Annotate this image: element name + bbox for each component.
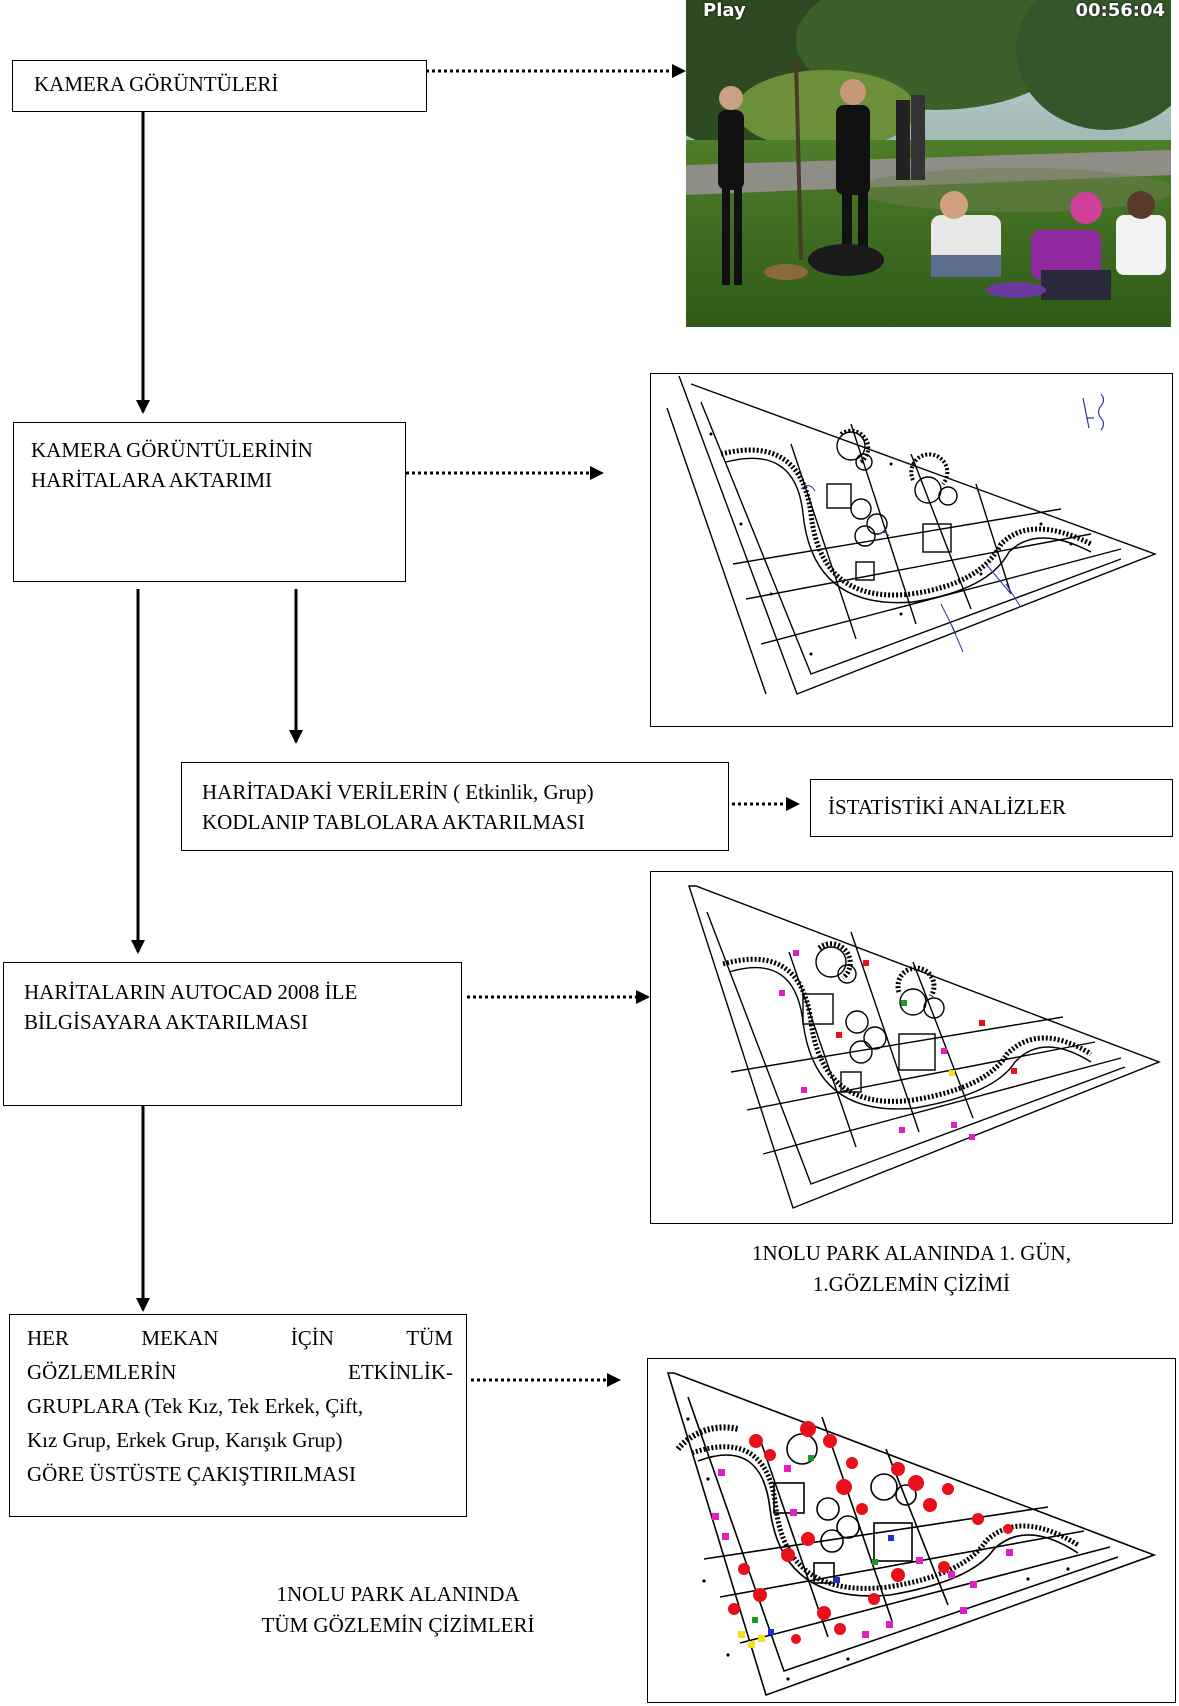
autocad-first-observation-map	[688, 885, 1161, 1209]
step-stats-label: İSTATİSTİKİ ANALİZLER	[828, 795, 1067, 819]
step-statistical-analysis: İSTATİSTİKİ ANALİZLER	[810, 779, 1173, 837]
overlay-line5: GÖRE ÜSTÜSTE ÇAKIŞTIRILMASI	[27, 1462, 357, 1486]
overlay-word: TÜM	[406, 1326, 453, 1350]
overlay-word: GÖZLEMLERİN	[27, 1360, 177, 1384]
step-coding-line2: KODLANIP TABLOLARA AKTARILMASI	[202, 810, 585, 834]
step-camera-footage-label: KAMERA GÖRÜNTÜLERİ	[34, 72, 279, 96]
overlay-word: İÇİN	[290, 1326, 334, 1350]
overlay-line1: HER MEKAN İÇİN TÜM	[27, 1321, 453, 1355]
caption-first-line1: 1NOLU PARK ALANINDA 1. GÜN,	[752, 1241, 1071, 1265]
caption-all-observations: 1NOLU PARK ALANINDA TÜM GÖZLEMİN ÇİZİMLE…	[233, 1579, 563, 1641]
step-camera-footage: KAMERA GÖRÜNTÜLERİ	[12, 60, 427, 112]
map-handdrawn-panel	[650, 373, 1173, 727]
handdrawn-park-map	[666, 375, 1157, 695]
overlay-line3: GRUPLARA (Tek Kız, Tek Erkek, Çift,	[27, 1394, 364, 1418]
caption-all-line1: 1NOLU PARK ALANINDA	[276, 1582, 520, 1606]
video-status-label: Play	[703, 0, 746, 21]
park-scene-image	[686, 0, 1171, 327]
step-autocad-line2: BİLGİSAYARA AKTARILMASI	[24, 1010, 308, 1034]
overlay-word: MEKAN	[141, 1326, 219, 1350]
all-observations-overlay-map	[666, 1372, 1157, 1697]
caption-first-observation: 1NOLU PARK ALANINDA 1. GÜN, 1.GÖZLEMİN Ç…	[650, 1238, 1173, 1300]
step-overlay-observations: HER MEKAN İÇİN TÜM GÖZLEMLERİN ETKİNLİK-…	[9, 1314, 467, 1517]
overlay-line2: GÖZLEMLERİN ETKİNLİK-	[27, 1355, 453, 1389]
step-transfer-line1: KAMERA GÖRÜNTÜLERİNİN	[31, 438, 313, 462]
caption-all-line2: TÜM GÖZLEMİN ÇİZİMLERİ	[261, 1613, 535, 1637]
overlay-markers	[712, 1421, 1013, 1648]
step-coding-line1: HARİTADAKİ VERİLERİN ( Etkinlik, Grup)	[202, 780, 594, 804]
camera-still-photo: Play 00:56:04	[686, 0, 1171, 327]
step-autocad-transfer: HARİTALARIN AUTOCAD 2008 İLE BİLGİSAYARA…	[3, 962, 462, 1106]
step-coding-tables: HARİTADAKİ VERİLERİN ( Etkinlik, Grup) K…	[181, 762, 729, 851]
video-timecode: 00:56:04	[1075, 0, 1165, 21]
overlay-text-block: HER MEKAN İÇİN TÜM GÖZLEMLERİN ETKİNLİK-…	[27, 1321, 453, 1491]
step-transfer-line2: HARİTALARA AKTARIMI	[31, 468, 273, 492]
overlay-word: HER	[27, 1326, 69, 1350]
step-autocad-line1: HARİTALARIN AUTOCAD 2008 İLE	[24, 980, 358, 1004]
overlay-line4: Kız Grup, Erkek Grup, Karışık Grup)	[27, 1428, 343, 1452]
caption-first-line2: 1.GÖZLEMİN ÇİZİMİ	[812, 1272, 1011, 1296]
step-transfer-to-maps: KAMERA GÖRÜNTÜLERİNİN HARİTALARA AKTARIM…	[13, 422, 406, 582]
map-all-observations-panel	[647, 1358, 1176, 1703]
map-autocad-first-panel	[650, 871, 1173, 1224]
overlay-word: ETKİNLİK-	[348, 1360, 453, 1384]
